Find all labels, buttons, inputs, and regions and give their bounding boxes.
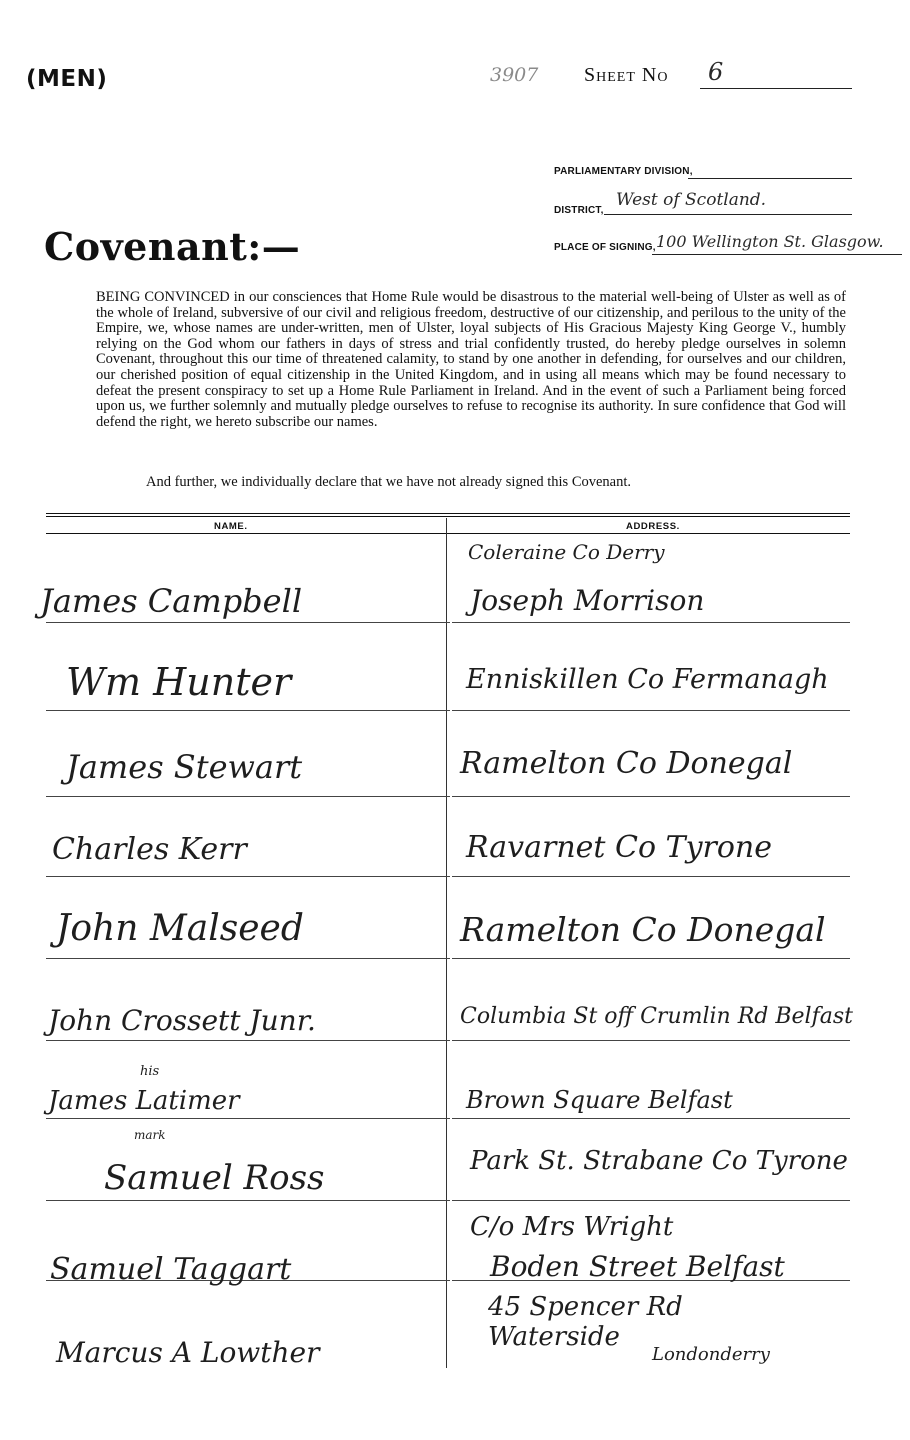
district-line [604, 214, 852, 215]
signatory-name: James Campbell [40, 582, 303, 620]
signatory-address: Park St. Strabane Co Tyrone [470, 1146, 848, 1176]
row-line [452, 1040, 850, 1041]
district-label: DISTRICT, [554, 205, 604, 216]
row-line [452, 1118, 850, 1119]
signatory-address: Ramelton Co Donegal [460, 746, 793, 781]
row-line [452, 1200, 850, 1201]
name-column-header: NAME. [214, 521, 248, 532]
declaration-text: And further, we individually declare tha… [146, 474, 632, 490]
division-line [688, 178, 852, 179]
division-label: PARLIAMENTARY DIVISION, [554, 166, 693, 177]
sheet-number: 6 [708, 58, 724, 86]
signatory-address: Columbia St off Crumlin Rd Belfast [460, 1004, 853, 1029]
row-line [46, 958, 450, 959]
reference-number: 3907 [490, 64, 539, 86]
signatory-name: James Latimer [48, 1086, 240, 1116]
row-line [46, 1200, 450, 1201]
row-line [452, 876, 850, 877]
table-top-rule [46, 513, 850, 514]
address-note: Londonderry [652, 1344, 770, 1365]
signatory-address: Brown Square Belfast [466, 1086, 733, 1114]
address-note: C/o Mrs Wright [470, 1212, 674, 1242]
row-line [46, 1118, 450, 1119]
signatory-address: Ravarnet Co Tyrone [466, 830, 772, 865]
name-note: mark [134, 1128, 166, 1142]
row-line [46, 876, 450, 877]
column-divider [446, 518, 447, 1368]
row-line [46, 1280, 450, 1281]
row-line [46, 622, 450, 623]
place-label: PLACE OF SIGNING, [554, 242, 656, 253]
covenant-title: Covenant:— [44, 224, 301, 269]
district-value: West of Scotland. [616, 190, 767, 210]
signatory-name: James Stewart [66, 748, 303, 786]
signatory-name: John Malseed [56, 908, 304, 949]
signatory-name: Samuel Taggart [50, 1252, 292, 1287]
signatory-name: Charles Kerr [52, 832, 247, 867]
signatory-address: Enniskillen Co Fermanagh [466, 664, 829, 695]
place-value: 100 Wellington St. Glasgow. [656, 232, 884, 251]
covenant-paragraph: BEING CONVINCED in our consciences that … [96, 289, 846, 430]
signatory-name: Marcus A Lowther [56, 1336, 320, 1369]
signatory-name: Samuel Ross [104, 1158, 325, 1198]
place-line [652, 254, 902, 255]
row-line [452, 796, 850, 797]
header-bottom-rule [46, 533, 850, 534]
category-label: (MEN) [26, 66, 108, 92]
row-line [452, 1280, 850, 1281]
signatory-address: Ramelton Co Donegal [460, 910, 826, 949]
address-top-note: Coleraine Co Derry [468, 540, 665, 564]
row-line [46, 710, 450, 711]
covenant-text: BEING CONVINCED in our consciences that … [96, 289, 846, 430]
row-line [452, 622, 850, 623]
row-line [46, 796, 450, 797]
signatory-name: Wm Hunter [66, 660, 292, 704]
sheet-label: Sheet No [584, 64, 669, 86]
table-top-rule-2 [46, 516, 850, 517]
signatory-address: Boden Street Belfast [490, 1250, 785, 1283]
address-column-header: ADDRESS. [626, 521, 680, 532]
row-line [452, 710, 850, 711]
name-note: his [140, 1064, 160, 1079]
signatory-address: Joseph Morrison [470, 584, 705, 617]
signatory-name: John Crossett Junr. [48, 1004, 316, 1037]
row-line [452, 958, 850, 959]
sheet-number-line [700, 88, 852, 89]
signatory-address: 45 Spencer Rd Waterside [488, 1292, 683, 1352]
row-line [46, 1040, 450, 1041]
